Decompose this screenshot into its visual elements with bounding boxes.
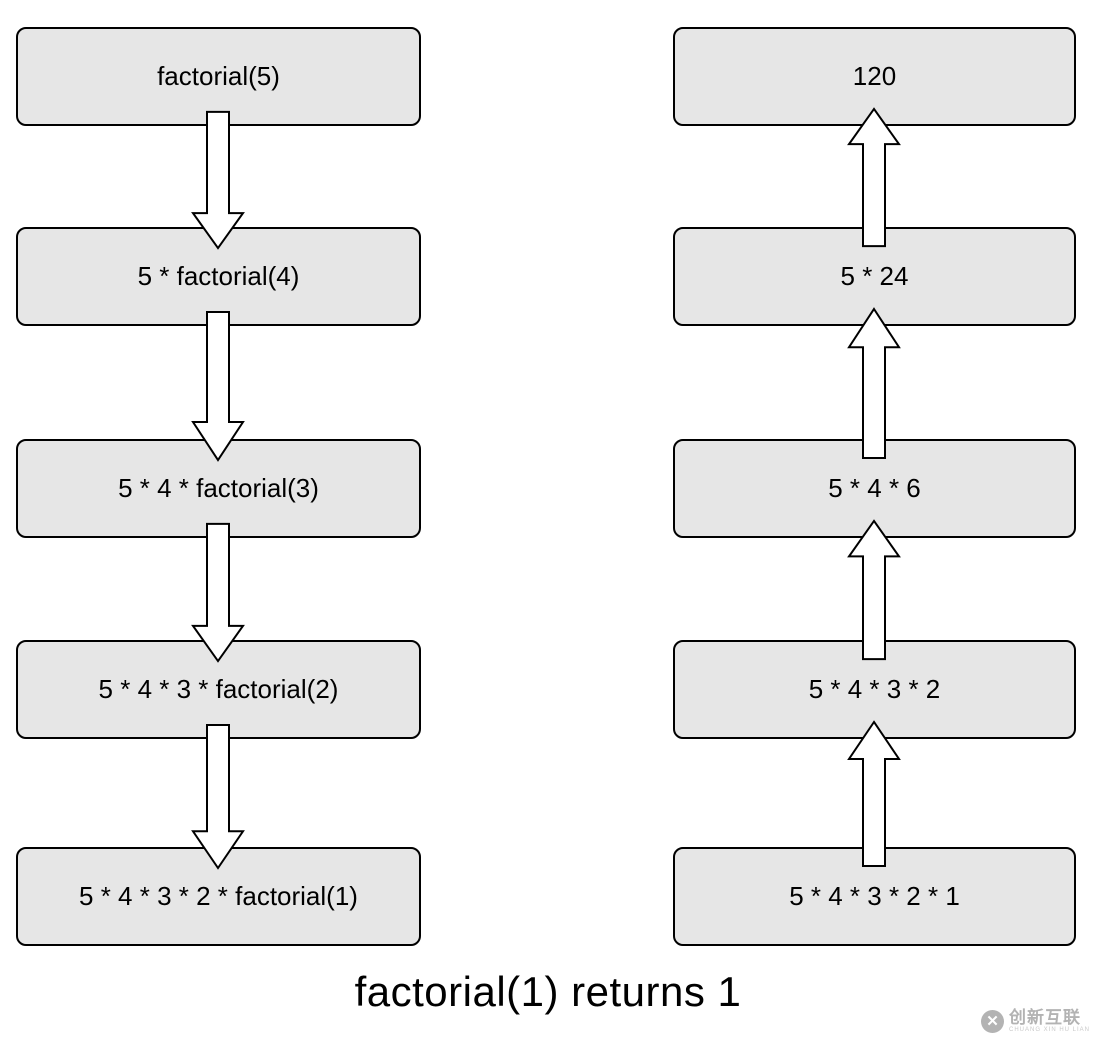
watermark: ✕ 创新互联 CHUANG XIN HU LIAN [980, 1007, 1090, 1034]
down-arrow-icon-2 [192, 311, 244, 461]
call-box-factorial-5: factorial(5) [16, 27, 421, 126]
up-arrow-icon-3 [848, 520, 900, 660]
up-arrow-icon-1 [848, 108, 900, 247]
down-arrow-icon-3 [192, 523, 244, 662]
cx-circle-logo-icon: ✕ [980, 1009, 1004, 1033]
down-arrow-icon-4 [192, 724, 244, 869]
call-box-factorial-3: 5 * 4 * factorial(3) [16, 439, 421, 538]
down-arrow-icon-1 [192, 111, 244, 249]
watermark-subtext: CHUANG XIN HU LIAN [1008, 1027, 1090, 1034]
up-arrow-icon-2 [848, 308, 900, 459]
up-arrow-icon-4 [848, 721, 900, 867]
watermark-text: 创新互联 [1008, 1007, 1081, 1027]
return-box-5x4x3x2x1: 5 * 4 * 3 * 2 * 1 [673, 847, 1076, 946]
caption-text: factorial(1) returns 1 [354, 968, 742, 1015]
